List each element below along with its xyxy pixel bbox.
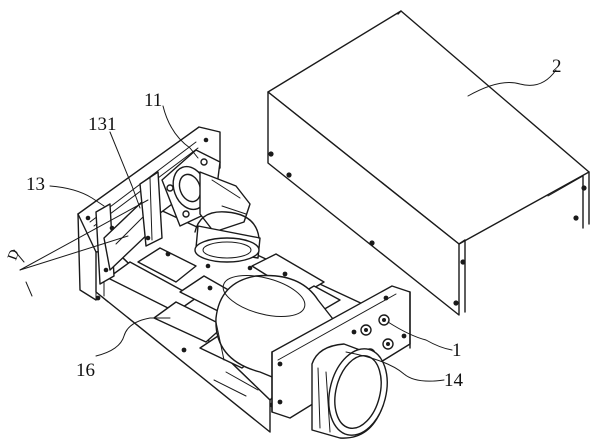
label-bracket-part: 11 — [144, 90, 162, 111]
mirror-bracket-13 — [77, 126, 221, 301]
label-base-housing: 1 — [452, 340, 462, 361]
label-angle-marker: D — [5, 248, 23, 263]
lens-barrel-14 — [311, 343, 388, 439]
label-lens-barrel: 14 — [444, 370, 464, 391]
label-mirror-plate: 131 — [88, 114, 117, 135]
label-group: 2 11 131 13 16 1 14 D — [5, 56, 561, 391]
cover-part-2 — [267, 10, 590, 316]
label-cover: 2 — [552, 56, 562, 77]
bracket-part-11 — [161, 149, 261, 271]
leader-lines — [13, 69, 557, 382]
label-mirror-assembly: 13 — [26, 174, 45, 195]
label-frame-pocket: 16 — [76, 360, 95, 381]
